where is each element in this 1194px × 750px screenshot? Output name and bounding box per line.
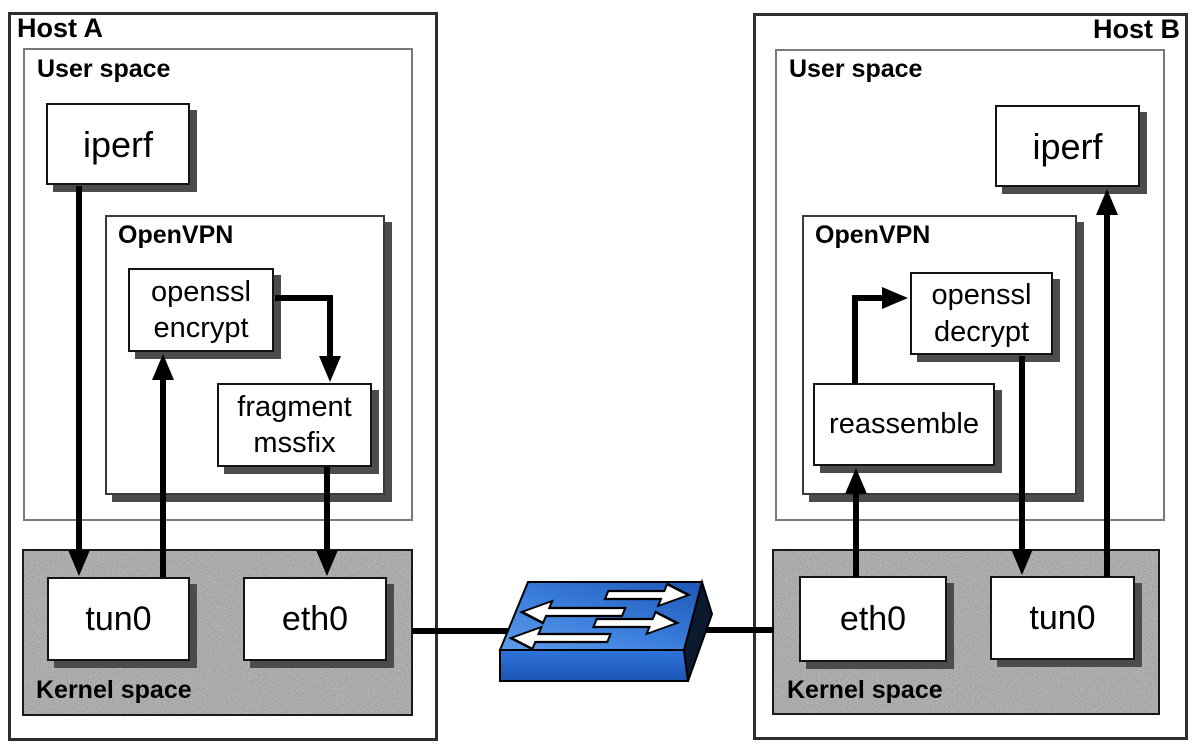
node-reassemble: reassemble	[813, 383, 995, 466]
switch-traffic-arrows	[508, 582, 692, 651]
node-openssl-encrypt-label: openssl encrypt	[151, 275, 251, 344]
node-tun0-b-label: tun0	[1029, 598, 1096, 637]
kernel-space-a-label: Kernel space	[36, 676, 192, 704]
host-a-title: Host A	[17, 13, 103, 43]
node-fragment-mssfix-label: fragment mssfix	[237, 390, 352, 459]
node-iperf-a-label: iperf	[82, 123, 154, 165]
kernel-space-b-label: Kernel space	[787, 676, 943, 704]
node-tun0-a-label: tun0	[85, 599, 152, 638]
node-openssl-decrypt-label: openssl decrypt	[931, 279, 1032, 348]
node-reassemble-label: reassemble	[829, 408, 979, 441]
user-space-a-label: User space	[37, 55, 171, 83]
node-tun0-a: tun0	[47, 577, 190, 661]
node-eth0-b: eth0	[799, 576, 947, 662]
user-space-b-label: User space	[789, 55, 923, 83]
node-openssl-encrypt: openssl encrypt	[128, 268, 274, 352]
node-iperf-a: iperf	[46, 103, 190, 185]
openvpn-b-label: OpenVPN	[815, 221, 931, 249]
node-iperf-b-label: iperf	[1032, 125, 1103, 167]
openvpn-a-label: OpenVPN	[118, 221, 234, 249]
host-b-title: Host B	[1093, 14, 1180, 44]
node-tun0-b: tun0	[990, 576, 1135, 660]
node-openssl-decrypt: openssl decrypt	[910, 272, 1053, 355]
node-eth0-b-label: eth0	[839, 599, 907, 638]
node-fragment-mssfix: fragment mssfix	[217, 383, 372, 467]
node-eth0-a-label: eth0	[281, 599, 349, 638]
node-eth0-a: eth0	[243, 577, 387, 661]
network-switch-icon	[498, 578, 714, 682]
node-iperf-b: iperf	[995, 105, 1140, 187]
